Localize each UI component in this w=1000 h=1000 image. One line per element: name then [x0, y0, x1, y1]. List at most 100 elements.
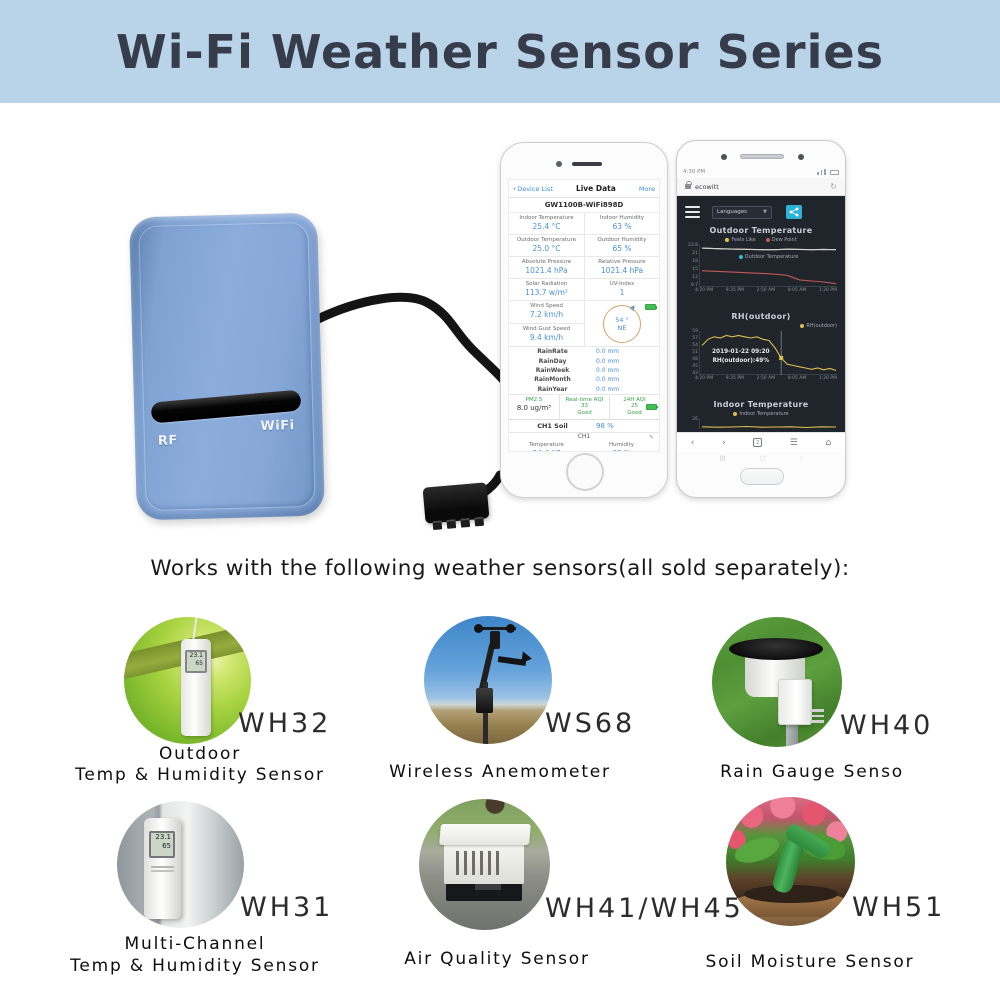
- wh51-soil-graphic: [744, 885, 838, 903]
- dashboard-toolbar: Languages ▼: [685, 203, 837, 221]
- realtime-aqi-value: 33: [580, 403, 588, 410]
- share-icon: [789, 207, 799, 217]
- browser-nav-bar: ‹ › 2 ☰ ⌂: [677, 432, 845, 452]
- ws68-cup-graphic: [474, 624, 483, 633]
- wh41-step-graphic: [475, 883, 501, 890]
- wh40-funnel-graphic: [729, 638, 823, 660]
- tabs-icon[interactable]: 2: [753, 438, 763, 447]
- usb-connector: [422, 482, 490, 531]
- wh31-caption-line1: Multi-Channel: [124, 934, 266, 954]
- wind-speed-value: 7.2 km/h: [529, 310, 564, 319]
- gateway-device: RF WiFi: [129, 212, 325, 521]
- forward-icon[interactable]: ›: [722, 437, 726, 448]
- back-device-list-button[interactable]: ‹Device List: [513, 184, 553, 193]
- refresh-icon[interactable]: ↻: [830, 182, 837, 191]
- wh41-caption-line1: Air Quality Sensor: [404, 949, 590, 969]
- wh41-base-graphic: [446, 883, 522, 901]
- chart-title: RH(outdoor): [731, 312, 791, 321]
- lock-icon: [685, 181, 692, 189]
- chart-legend: Indoor Temperature: [685, 411, 837, 417]
- legend-dot: [733, 412, 738, 416]
- outdoor-humidity-value: 65 %: [612, 244, 632, 253]
- share-button[interactable]: [786, 205, 802, 219]
- url-text: ecowitt: [695, 182, 719, 191]
- works-with-caption: Works with the following weather sensors…: [150, 556, 850, 581]
- wh51-leaf-graphic: [731, 832, 783, 868]
- menu-icon[interactable]: ☰: [789, 437, 798, 448]
- browser-address-bar[interactable]: ecowitt ↻: [677, 178, 845, 196]
- soil-row: CH1 Soil 98 %: [509, 420, 659, 433]
- more-button[interactable]: More: [638, 184, 655, 193]
- wh51-model-label: WH51: [852, 892, 946, 923]
- indoor-humidity-label: Indoor Humidity: [599, 215, 645, 221]
- ch1-soil-value: 98 %: [596, 421, 614, 430]
- abs-pressure-label: Absolute Pressure: [521, 259, 572, 265]
- wh31-caption-line2: Temp & Humidity Sensor: [70, 956, 320, 976]
- soft-back-icon[interactable]: ‹: [799, 454, 803, 462]
- android-phone: 4:30 PM ecowitt ↻ Languages ▼: [676, 140, 846, 498]
- ch1-soil-label: CH1 Soil: [537, 421, 568, 430]
- realtime-aqi-label: Real-time AQI: [565, 396, 604, 403]
- android-home-button[interactable]: [740, 468, 784, 485]
- languages-select[interactable]: Languages ▼: [712, 205, 772, 219]
- outdoor-temperature-chart: Outdoor Temperature Feels Like Dew Point…: [685, 226, 837, 293]
- chevron-down-icon: ▼: [763, 209, 767, 215]
- gateway-rf-label: RF: [157, 433, 179, 449]
- edit-pencil-icon[interactable]: ✎: [648, 433, 654, 441]
- header-banner: Wi-Fi Weather Sensor Series: [0, 0, 1000, 103]
- iphone-navbar: ‹Device List Live Data More: [509, 180, 659, 198]
- home-icon[interactable]: ⌂: [825, 437, 832, 448]
- rel-pressure-label: Relative Pressure: [598, 259, 646, 265]
- ws68-head-graphic: [490, 631, 500, 649]
- outdoor-temp-value: 25.0 °C: [532, 244, 561, 253]
- hamburger-menu-icon[interactable]: [685, 206, 700, 218]
- indoor-temperature-chart: Indoor Temperature Indoor Temperature 26: [685, 400, 837, 429]
- iphone-home-button[interactable]: [566, 453, 604, 491]
- wh40-bracket-graphic: [778, 679, 812, 725]
- hero-section: RF WiFi ‹Device List Live Data More GW11…: [0, 103, 1000, 558]
- page-title: Wi-Fi Weather Sensor Series: [116, 24, 884, 79]
- battery-icon: [645, 403, 658, 410]
- pm25-label: PM2.5: [525, 396, 543, 403]
- gateway-wifi-label: WiFi: [260, 418, 295, 435]
- wh40-pins-graphic: [810, 709, 824, 723]
- soft-home-icon[interactable]: ▢: [759, 454, 766, 462]
- wh41-model-label: WH41/WH45: [545, 893, 744, 924]
- wh32-model-label: WH32: [238, 708, 332, 739]
- aqi-24h-status: Good: [627, 409, 642, 416]
- ch1-title: CH1: [577, 432, 591, 440]
- chart-legend: Feels Like Dew Point: [685, 237, 837, 243]
- chart-plot: 26: [692, 417, 837, 429]
- android-sensor-dot: [798, 154, 804, 160]
- ws68-vane-tail-graphic: [521, 651, 533, 665]
- legend-dot: [738, 255, 743, 259]
- android-camera-dot: [721, 154, 727, 160]
- wind-direction: NE: [617, 323, 627, 332]
- wh41-vents-graphic: [451, 851, 503, 875]
- line-chart-svg: [701, 331, 837, 375]
- back-icon[interactable]: ‹: [690, 437, 695, 448]
- gateway-face: [138, 221, 316, 512]
- soft-menu-icon[interactable]: ▤: [719, 454, 726, 462]
- live-data-title: Live Data: [575, 184, 616, 193]
- wh40-caption-line1: Rain Gauge Senso: [720, 762, 904, 782]
- chevron-left-icon: ‹: [513, 184, 517, 193]
- solar-radiation-value: 113.7 w/m²: [525, 288, 568, 297]
